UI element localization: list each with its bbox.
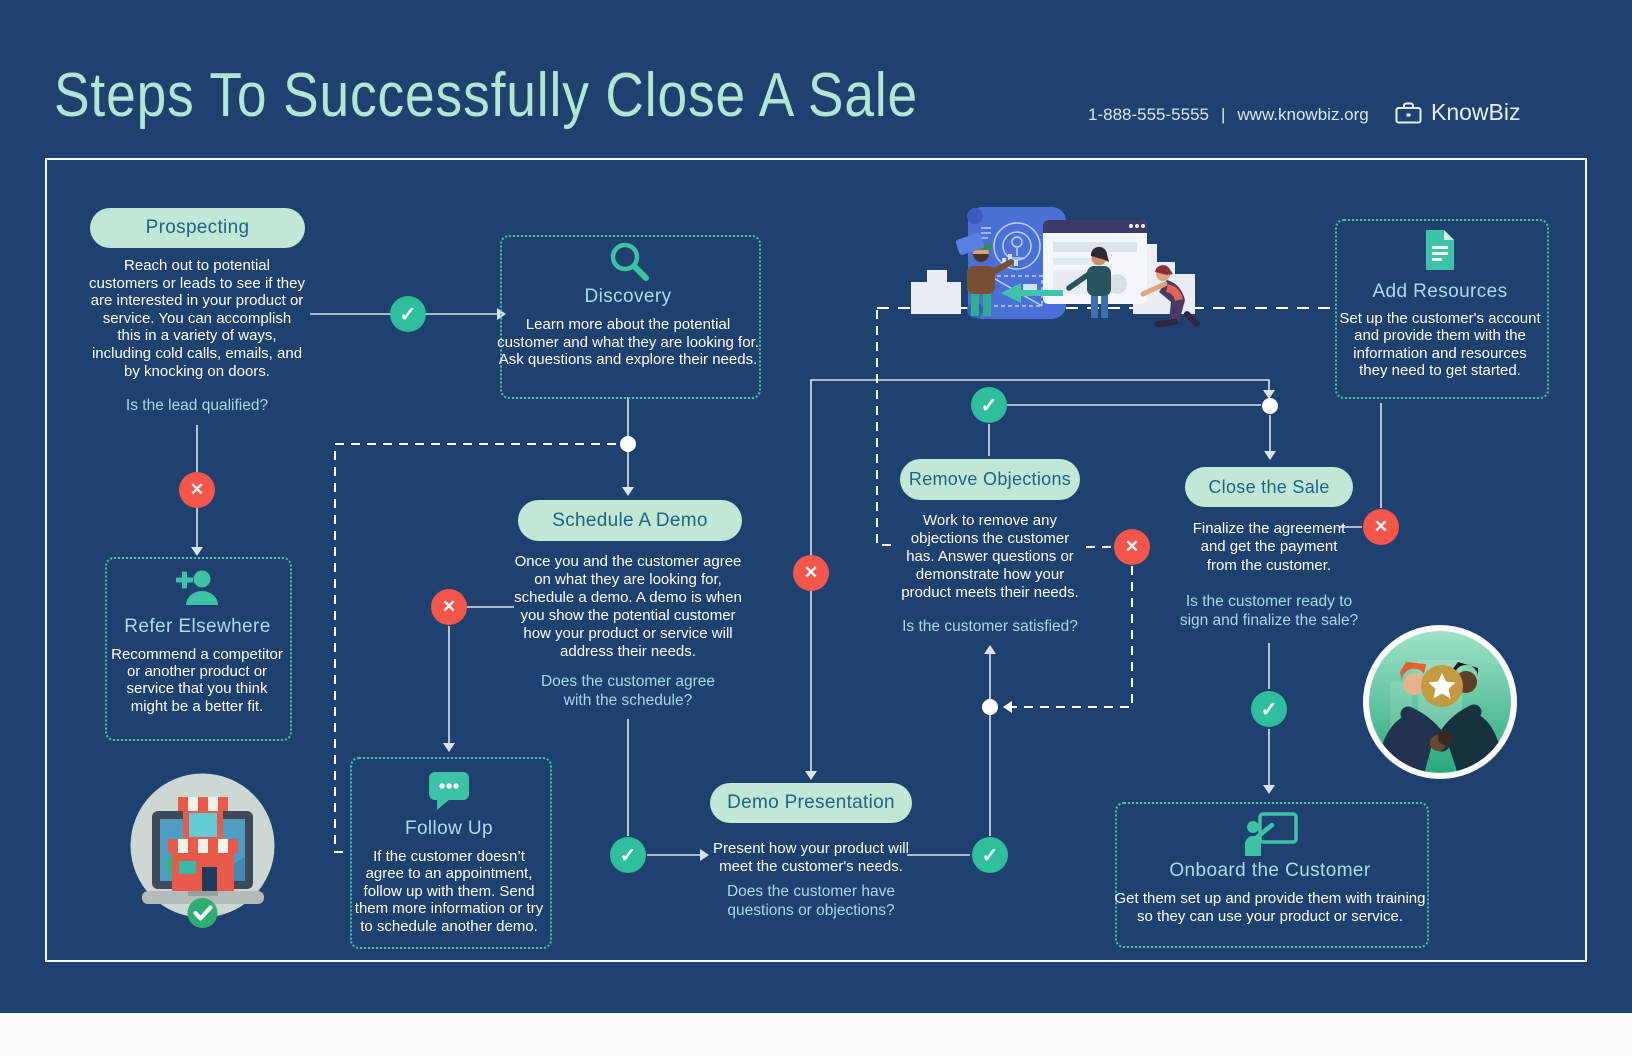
node-pill-prospecting: Prospecting <box>90 208 305 248</box>
node-pill-remove-objections: Remove Objections <box>900 459 1080 500</box>
briefcase-icon <box>1395 102 1422 123</box>
yes-icon: ✓ <box>971 387 1007 423</box>
demo-presentation-description: Present how your product will meet the c… <box>713 840 909 875</box>
node-label: Remove Objections <box>908 469 1072 489</box>
no-icon: ✕ <box>1114 529 1150 565</box>
no-icon: ✕ <box>179 472 215 508</box>
footer-band <box>0 1013 1632 1056</box>
yes-icon: ✓ <box>1251 691 1287 727</box>
brand-logo: KnowBiz <box>1395 99 1520 126</box>
schedule-demo-question: Does the customer agree with the schedul… <box>540 673 716 709</box>
check-glyph: ✓ <box>981 844 999 867</box>
node-label: Schedule A Demo <box>552 509 708 531</box>
no-icon: ✕ <box>431 589 467 625</box>
cross-glyph: ✕ <box>1124 537 1140 556</box>
onboard-customer-title: Onboard the Customer <box>1169 860 1371 881</box>
no-icon: ✕ <box>793 555 829 591</box>
discovery-title: Discovery <box>584 286 672 307</box>
content-frame <box>45 158 1587 962</box>
check-glyph: ✓ <box>619 844 637 867</box>
onboarding-presentation-icon <box>1245 812 1298 856</box>
yes-icon: ✓ <box>610 837 646 873</box>
junction-dot <box>620 436 636 452</box>
node-label: Demo Presentation <box>727 792 895 813</box>
demo-presentation-question: Does the customer have questions or obje… <box>726 883 895 919</box>
node-label: Prospecting <box>145 217 250 238</box>
search-icon <box>610 242 649 281</box>
schedule-demo-description: Once you and the customer agree on what … <box>514 553 742 660</box>
add-user-icon <box>176 570 218 605</box>
cross-glyph: ✕ <box>189 480 205 499</box>
node-pill-close-the-sale: Close the Sale <box>1185 467 1353 507</box>
handshake-illustration <box>1363 625 1517 779</box>
yes-icon: ✓ <box>390 296 426 332</box>
check-glyph: ✓ <box>1260 698 1278 721</box>
close-the-sale-description: Finalize the agreement and get the payme… <box>1192 520 1346 574</box>
check-glyph: ✓ <box>980 394 998 417</box>
prospecting-question: Is the lead qualified? <box>125 397 269 414</box>
check-glyph: ✓ <box>399 303 417 326</box>
junction-dot <box>1262 398 1278 414</box>
check-badge-icon <box>187 898 218 928</box>
prospecting-description: Reach out to potential customers or lead… <box>89 257 305 380</box>
document-icon <box>1426 230 1454 270</box>
cross-glyph: ✕ <box>803 563 819 582</box>
chat-bubble-icon <box>429 772 469 810</box>
cross-glyph: ✕ <box>441 597 457 616</box>
remove-objections-question: Is the customer satisfied? <box>902 618 1078 635</box>
add-resources-description: Set up the customer's account and provid… <box>1339 310 1541 380</box>
node-pill-demo-presentation: Demo Presentation <box>710 783 912 823</box>
refer-elsewhere-description: Recommend a competitor or another produc… <box>111 646 283 715</box>
node-box-add-resources <box>1335 219 1549 399</box>
figure-pushing-person <box>1140 265 1200 327</box>
add-resources-title: Add Resources <box>1372 281 1508 302</box>
remove-objections-description: Work to remove any objections the custom… <box>901 512 1079 601</box>
yes-icon: ✓ <box>972 837 1008 873</box>
node-box-refer-elsewhere <box>105 557 292 741</box>
node-box-onboard-customer <box>1115 802 1429 948</box>
contact-info: 1-888-555-5555 | www.knowbiz.org <box>1088 105 1369 125</box>
follow-up-description: If the customer doesn’t agree to an appo… <box>354 848 544 935</box>
cross-glyph: ✕ <box>1373 517 1389 536</box>
refer-elsewhere-title: Refer Elsewhere <box>124 616 271 637</box>
no-icon: ✕ <box>1363 509 1399 545</box>
figure-pointing-woman <box>1066 246 1111 318</box>
figure-pointing-man <box>955 233 1014 316</box>
follow-up-title: Follow Up <box>404 818 494 839</box>
discovery-description: Learn more about the potential customer … <box>497 316 759 369</box>
phone-number: 1-888-555-5555 <box>1088 105 1209 124</box>
website-url: www.knowbiz.org <box>1237 105 1369 124</box>
onboard-customer-description: Get them set up and provide them with tr… <box>1114 890 1426 925</box>
page-title: Steps To Successfully Close A Sale <box>54 61 919 130</box>
teamwork-blueprint-illustration <box>911 207 1200 327</box>
node-label: Close the Sale <box>1208 476 1330 497</box>
brand-name: KnowBiz <box>1431 99 1521 125</box>
close-the-sale-question: Is the customer ready to sign and finali… <box>1179 593 1359 629</box>
contact-separator: | <box>1220 105 1226 124</box>
storefront-illustration <box>130 773 275 928</box>
node-pill-schedule-demo: Schedule A Demo <box>518 500 742 541</box>
junction-dot <box>982 699 998 715</box>
